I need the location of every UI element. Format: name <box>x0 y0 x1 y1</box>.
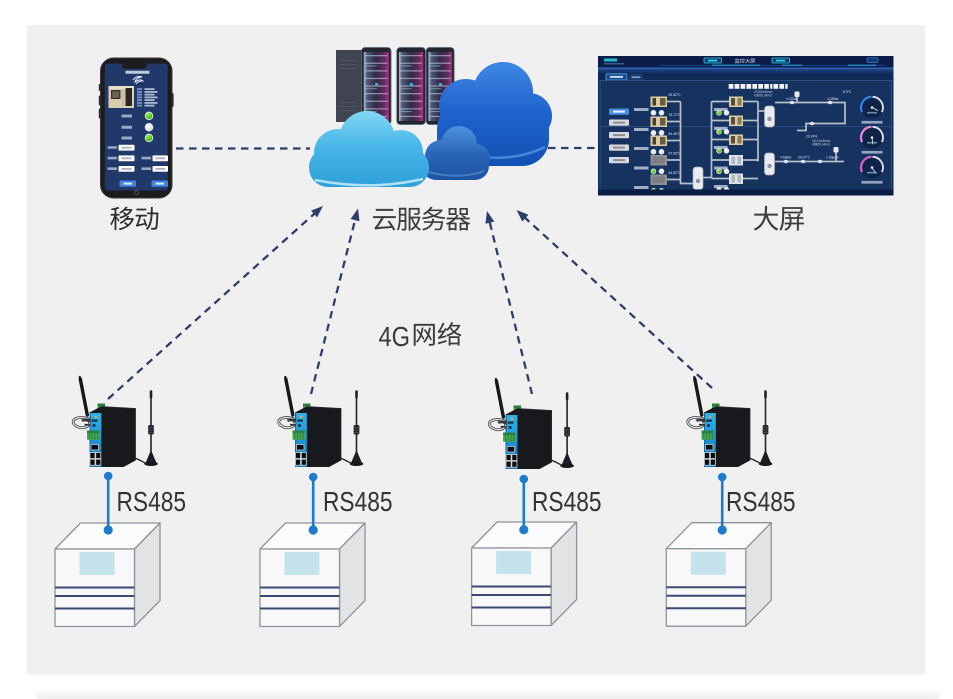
svg-text:18.41m3/min: 18.41m3/min <box>812 139 831 143</box>
svg-text:4.21Bar: 4.21Bar <box>786 97 798 101</box>
svg-text:-20.07°C: -20.07°C <box>797 155 811 159</box>
svg-text:4.33Bar: 4.33Bar <box>827 97 839 101</box>
svg-text:43859.34m3: 43859.34m3 <box>812 143 830 147</box>
svg-text:43859.34m3: 43859.34m3 <box>754 94 772 98</box>
svg-text:RS485: RS485 <box>726 486 796 517</box>
svg-text:9.3°C: 9.3°C <box>843 90 852 94</box>
svg-text:23.55m3/min: 23.55m3/min <box>754 90 773 94</box>
svg-text:20.24%: 20.24% <box>806 135 817 139</box>
svg-text:49.32°C: 49.32°C <box>669 93 682 97</box>
svg-text:RS485: RS485 <box>117 486 187 517</box>
svg-text:84.52°C: 84.52°C <box>669 171 682 175</box>
svg-text:1.83ppm: 1.83ppm <box>826 155 839 159</box>
svg-text:RS485: RS485 <box>323 486 393 517</box>
svg-text:4G: 4G <box>379 321 411 352</box>
svg-text:76.72°C: 76.72°C <box>669 113 682 117</box>
svg-text:84.46°C: 84.46°C <box>669 132 682 136</box>
svg-text:97.06°C: 97.06°C <box>669 152 682 156</box>
svg-text:4.53Bar: 4.53Bar <box>780 155 792 159</box>
svg-text:RS485: RS485 <box>532 486 602 517</box>
